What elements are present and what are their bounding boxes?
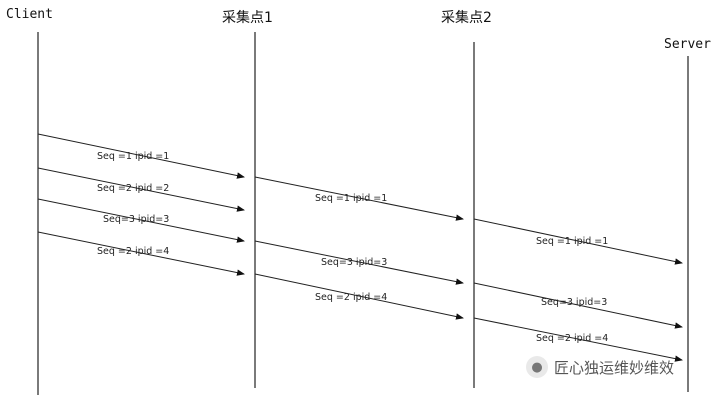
arrow-c2-server-3 <box>473 317 683 362</box>
arrow-client-c1-2 <box>37 167 245 212</box>
message-label: Seq =2 ipid =4 <box>97 246 170 257</box>
message-label: Seq=3 ipid=3 <box>321 257 388 268</box>
message-label: Seq=3 ipid=3 <box>541 297 608 308</box>
message-label: Seq =2 ipid =4 <box>315 292 388 303</box>
watermark-text: 匠心独运维妙维效 <box>554 358 675 377</box>
participant-server: Server <box>664 37 711 52</box>
participant-collector2: 采集点2 <box>441 10 492 26</box>
arrow-client-c1-1 <box>37 133 245 179</box>
message-label: Seq =2 ipid =2 <box>97 183 170 194</box>
message-label: Seq=3 ipid=3 <box>103 214 170 225</box>
arrow-c1-c2-2 <box>254 240 464 285</box>
arrow-c1-c2-1 <box>254 176 464 221</box>
message-label: Seq =1 ipid =1 <box>315 193 388 204</box>
arrow-c2-server-1 <box>473 218 683 265</box>
arrow-c1-c2-3 <box>254 273 464 320</box>
wechat-icon: ● <box>526 356 548 378</box>
participant-collector1: 采集点1 <box>222 10 273 26</box>
message-label: Seq =1 ipid =1 <box>97 151 170 162</box>
arrow-client-c1-3 <box>37 198 245 243</box>
message-label: Seq =2 ipid =4 <box>536 333 609 344</box>
participant-client: Client <box>6 7 53 22</box>
watermark: ● 匠心独运维妙维效 <box>526 356 674 378</box>
arrow-client-c1-4 <box>37 231 245 276</box>
message-label: Seq =1 ipid =1 <box>536 236 609 247</box>
arrow-c2-server-2 <box>473 282 683 329</box>
